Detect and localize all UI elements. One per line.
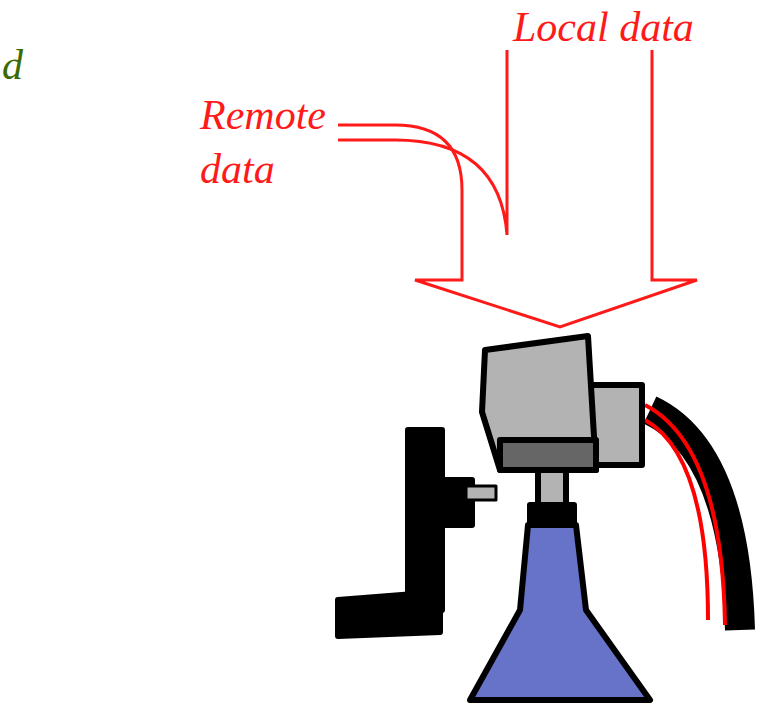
grinder (338, 336, 740, 700)
arrow-outline (338, 50, 697, 327)
hopper (482, 336, 596, 470)
outlet-tube (650, 410, 740, 630)
hopper-band (500, 440, 596, 470)
minced-strand (645, 420, 708, 620)
merge-arrow (338, 50, 697, 327)
stand (470, 525, 650, 700)
axle (466, 486, 496, 500)
minced-strand (645, 405, 725, 625)
arrow-inner-line (338, 50, 507, 235)
text-label: Local data (513, 0, 753, 54)
crank-hub (408, 480, 472, 525)
text-label: d (2, 38, 42, 92)
text-label: Remote data (200, 88, 330, 196)
crank-handle (338, 592, 440, 636)
